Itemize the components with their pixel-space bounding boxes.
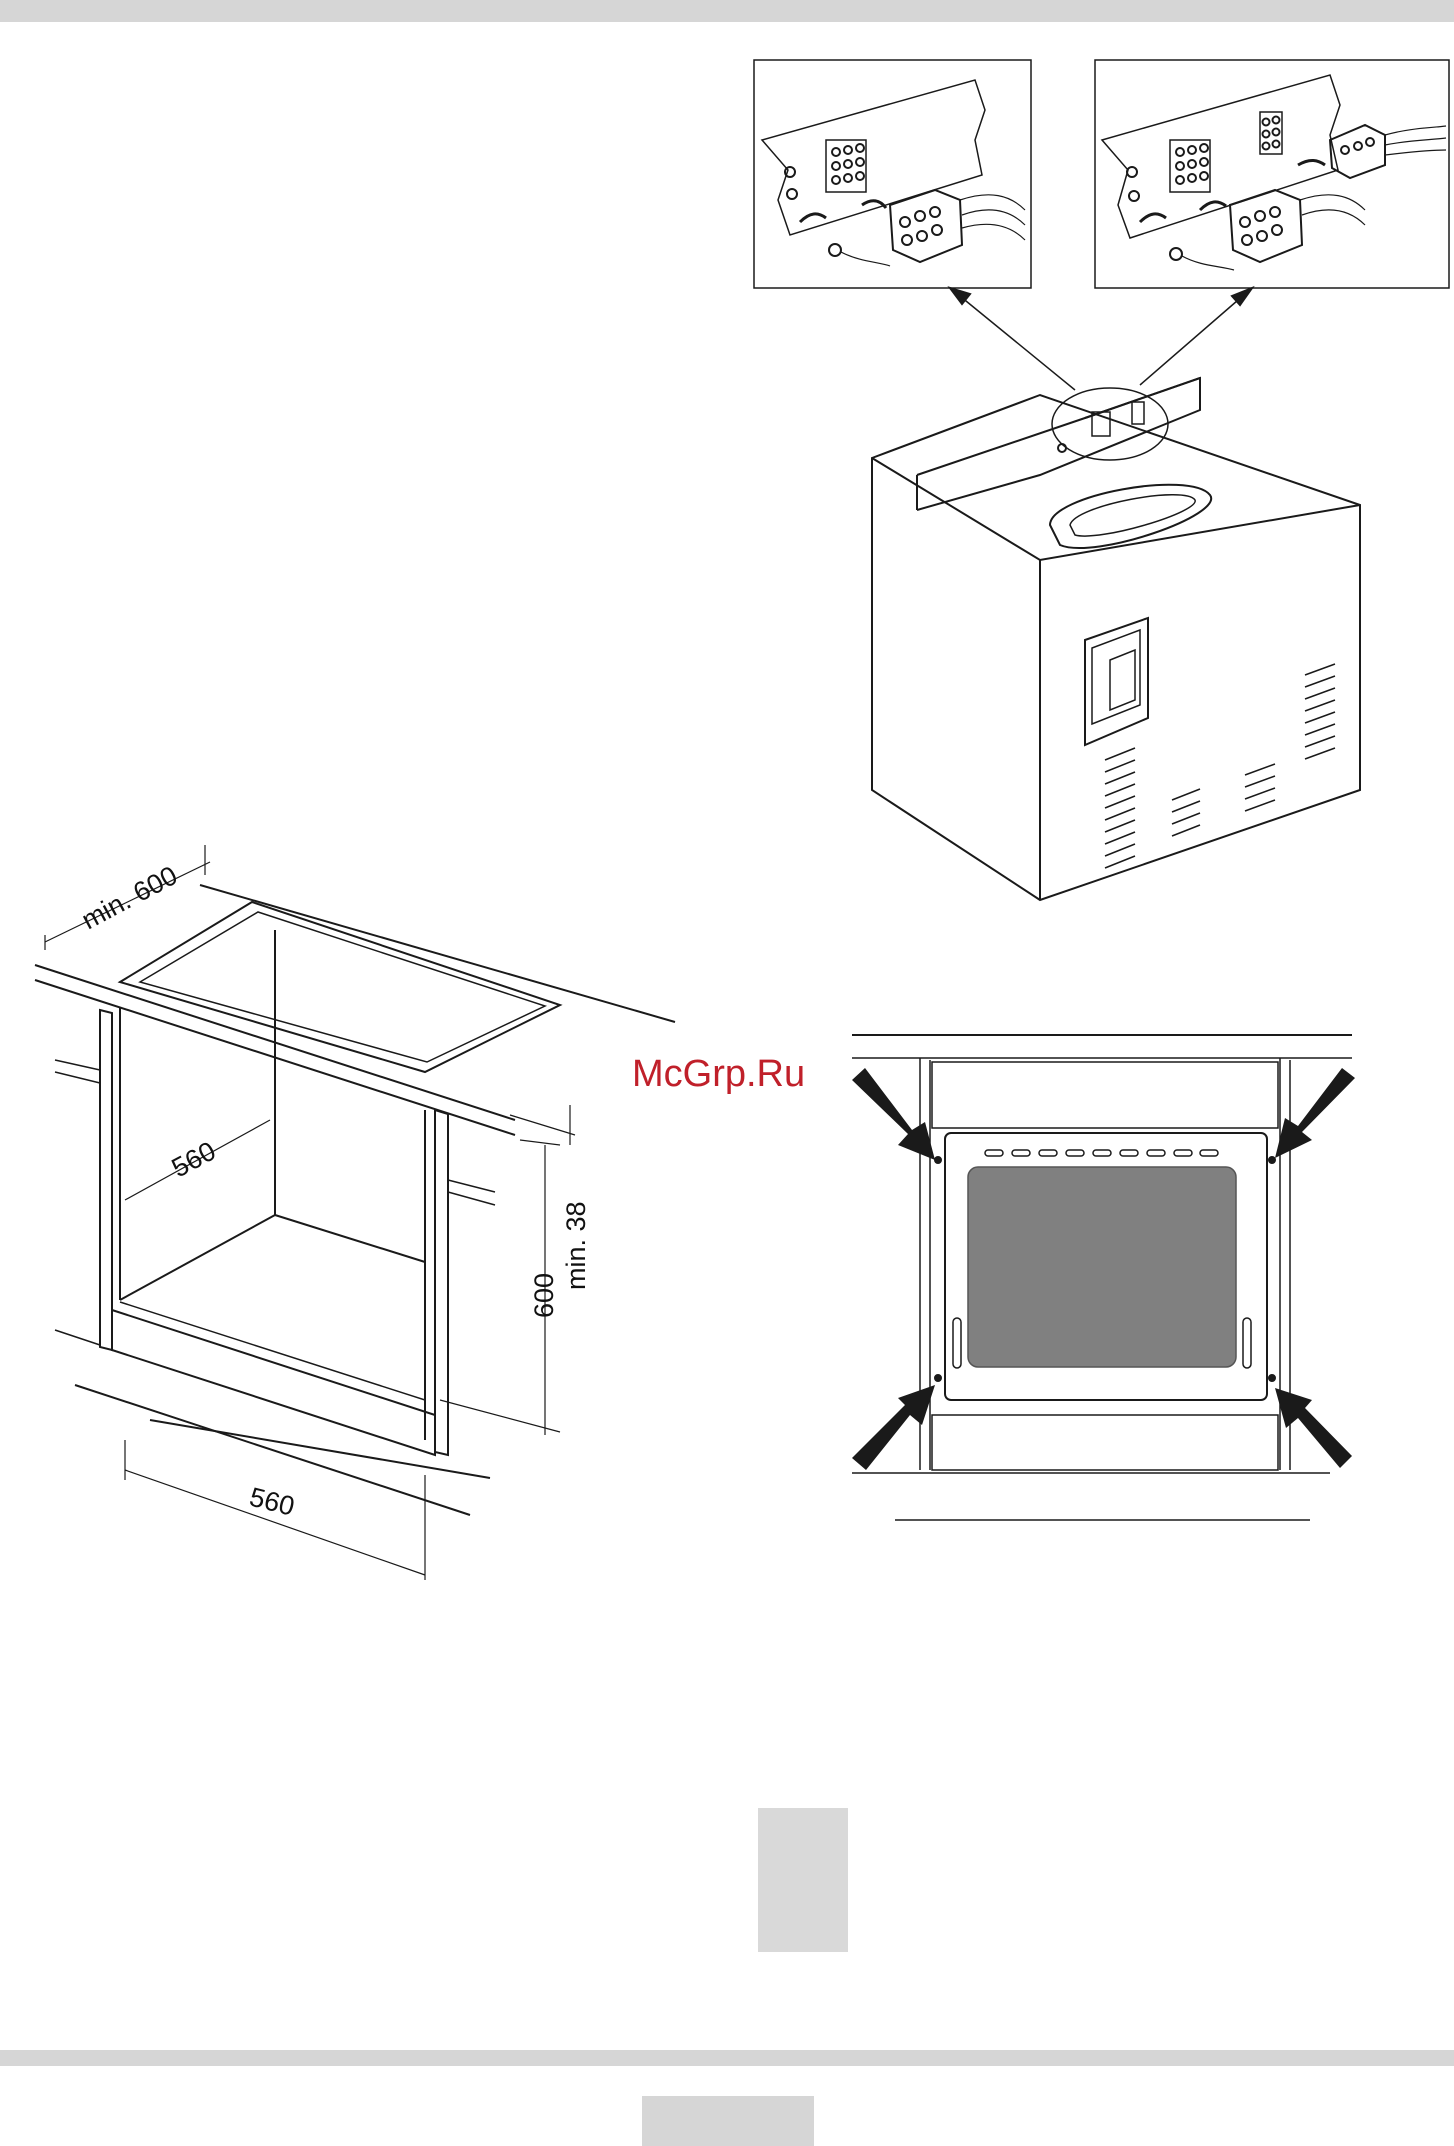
language-tab-marker xyxy=(758,1808,848,1952)
detail-pointer-lines xyxy=(950,288,1252,390)
terminal-block-icon xyxy=(826,140,866,192)
plug-connector-icon xyxy=(1230,190,1365,262)
oven-top-recess xyxy=(1050,485,1211,548)
connector-detail-panel-right xyxy=(1095,60,1449,288)
arrow-icon xyxy=(1140,214,1166,222)
terminal-block-icon xyxy=(1170,140,1210,192)
oven-rear-view xyxy=(872,378,1360,900)
dim-label-height: 600 xyxy=(529,1273,559,1318)
dim-label-cavity-depth: 560 xyxy=(167,1136,221,1184)
oven-side-socket xyxy=(1085,618,1148,745)
arrow-icon xyxy=(800,214,826,222)
plug-connector-icon xyxy=(890,190,1025,262)
oven-door-vents xyxy=(985,1150,1218,1156)
arrow-icon xyxy=(852,1385,935,1470)
bottom-footer-band xyxy=(0,2050,1454,2066)
oven-front-fixing-view xyxy=(852,1035,1355,1520)
arrow-icon xyxy=(852,1068,935,1160)
terminal-block-icon xyxy=(1260,112,1282,154)
dim-label-depth-min: min. 600 xyxy=(77,860,183,935)
oven-drawer xyxy=(932,1415,1278,1470)
ring-terminal-icon xyxy=(829,244,841,256)
arrow-icon xyxy=(1298,160,1325,165)
door-hinge-left xyxy=(953,1318,961,1368)
door-hinge-right xyxy=(1243,1318,1251,1368)
watermark-text: McGrp.Ru xyxy=(632,1053,805,1095)
dim-label-gap-min: min. 38 xyxy=(561,1201,591,1290)
cabinet-cutout-diagram: min. 600 560 560 600 min. 38 xyxy=(35,845,675,1580)
arrow-icon xyxy=(1275,1388,1352,1468)
plug-connector-icon xyxy=(1330,125,1446,178)
arrow-icon xyxy=(1275,1068,1355,1158)
arrow-icon xyxy=(1200,202,1226,210)
page-number-box xyxy=(642,2096,814,2146)
oven-window xyxy=(968,1167,1236,1367)
ring-terminal-icon xyxy=(1170,248,1182,260)
connector-detail-panel-left xyxy=(754,60,1031,288)
